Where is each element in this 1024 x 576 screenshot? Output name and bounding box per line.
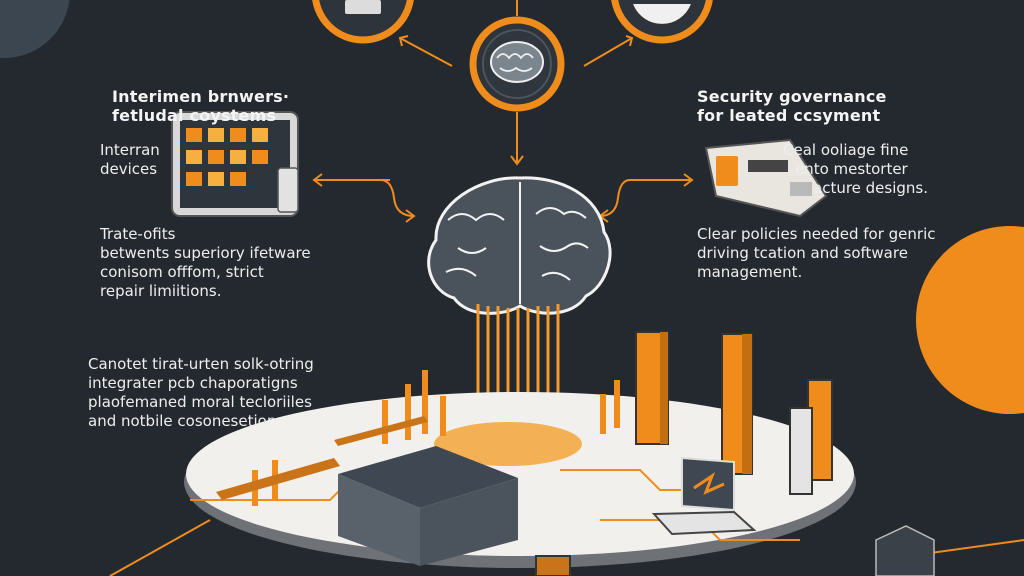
left-heading-line2: fetludal coystems — [112, 106, 277, 125]
ceal-line1: Ceal ooliage fine — [783, 141, 909, 159]
policies-line3: management. — [697, 263, 803, 281]
right-heading-line1: Security governance — [697, 87, 887, 106]
laptop-icon — [651, 456, 757, 536]
corner-circle-decoration — [0, 0, 70, 58]
ceal-line2: ento mestorter — [795, 160, 908, 178]
policies-line2: driving tcation and software — [697, 244, 908, 262]
left-heading-line1: Interimen brnwers· — [112, 87, 290, 106]
skyscraper-striped — [789, 379, 833, 495]
chip-icon — [535, 555, 571, 576]
orange-circle-decoration — [916, 226, 1024, 414]
gauge-icon — [611, 0, 713, 44]
cannot-line1: Canotet tirat-urten solk-otring — [88, 355, 314, 373]
office-building — [338, 446, 518, 566]
central-brain-icon — [427, 176, 612, 315]
cannot-line4: and notbile cosonesetion. — [88, 412, 282, 430]
tradeoffs-line1: Trate-ofits — [100, 225, 176, 243]
security-scanner-icon — [704, 138, 828, 218]
ceal-line3: acture designs. — [813, 179, 929, 197]
skyscraper-tall — [721, 333, 753, 475]
skyscraper-orange — [635, 331, 669, 445]
tradeoffs-line3: conisom offfom, strict — [100, 263, 264, 281]
cube-icon — [875, 525, 935, 576]
right-heading-line2: for leated ccsyment — [697, 106, 881, 125]
cannot-line3: plaofemaned moral tecloriiles — [88, 393, 312, 411]
tradeoffs-line4: repair limiitions. — [100, 282, 222, 300]
platform-rails — [216, 416, 428, 500]
brain-icon — [469, 16, 565, 112]
lock-icon — [312, 0, 414, 44]
cannot-line2: integrater pcb chaporatigns — [88, 374, 298, 392]
policies-line1: Clear policies needed for genric — [697, 225, 936, 243]
devices-line1: Interran — [100, 141, 160, 159]
devices-line2: devices — [100, 160, 158, 178]
tradeoffs-line2: betwents superiory ifetware — [100, 244, 311, 262]
tablet-devices-icon — [171, 111, 299, 217]
connector-arrows — [312, 0, 694, 223]
